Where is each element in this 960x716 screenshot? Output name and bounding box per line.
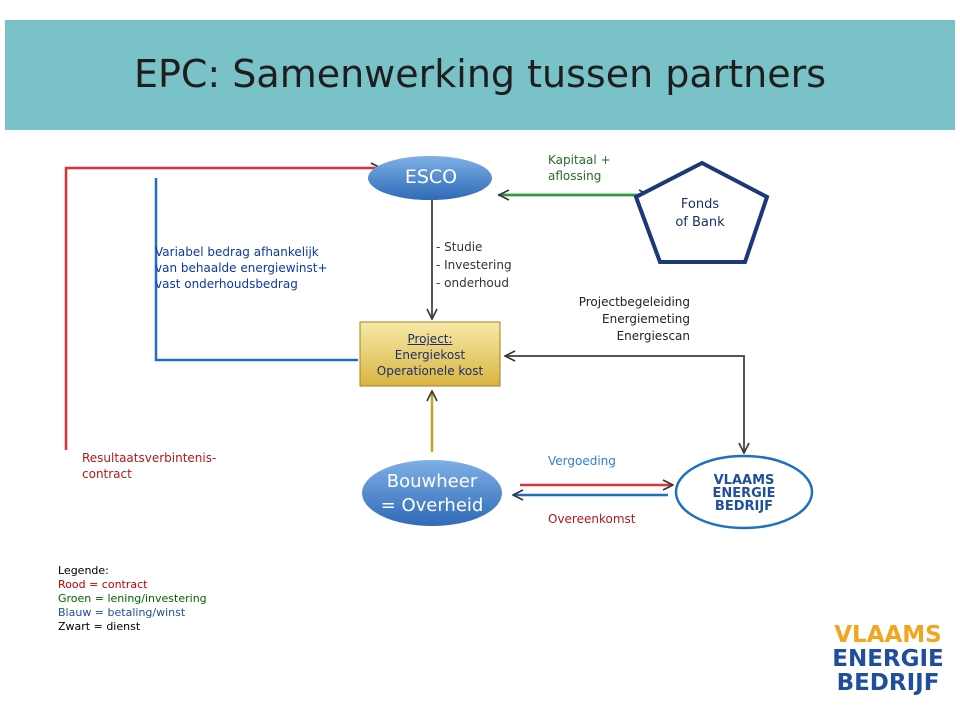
veb-logo-large: VLAAMS ENERGIE BEDRIJF — [826, 623, 950, 695]
contract-line-left — [64, 168, 380, 450]
project-node[interactable] — [359, 321, 501, 387]
veb-logo-small-line-2: ENERGIE — [712, 486, 776, 501]
kapitaal-label: Kapitaal + aflossing — [548, 152, 611, 184]
fonds-label-line-2: of Bank — [675, 215, 725, 230]
variabel-label: Variabel bedrag afhankelijk van behaalde… — [155, 244, 328, 292]
legend-item-zwart: Zwart = dienst — [58, 620, 141, 633]
veb-logo-large-line-2: ENERGIE — [832, 646, 944, 672]
overeenkomst-label: Overeenkomst — [548, 512, 636, 526]
variabel-label-line-3: vast onderhoudsbedrag — [155, 277, 298, 291]
project-label-line-2: Energiekost — [394, 348, 466, 362]
payment-line-variabel — [154, 178, 358, 362]
resultaat-label-line-2: contract — [82, 467, 132, 481]
project-label: Project: Energiekost Operationele kost — [360, 331, 500, 379]
bouwheer-label-line-1: Bouwheer — [386, 471, 478, 492]
kapitaal-label-line-1: Kapitaal + — [548, 153, 611, 167]
esco-node[interactable] — [368, 156, 492, 200]
veb-logo-large-line-1: VLAAMS — [834, 622, 942, 648]
title-banner — [5, 20, 955, 130]
resultaat-label: Resultaatsverbintenis- contract — [82, 450, 216, 482]
variabel-label-line-2: van behaalde energiewinst+ — [155, 261, 328, 275]
vergoeding-label: Vergoeding — [548, 454, 616, 468]
project-label-line-3: Operationele kost — [376, 364, 484, 378]
veb-logo-large-line-3: BEDRIJF — [836, 670, 940, 696]
esco-services-label: - Studie - Investering - onderhoud — [436, 238, 512, 292]
legend-title: Legende: — [58, 564, 109, 577]
bouwheer-node[interactable] — [362, 460, 502, 526]
legend-item-rood: Rood = contract — [58, 578, 148, 591]
page-title: EPC: Samenwerking tussen partners — [133, 52, 827, 96]
begeleiding-label-line-1: Projectbegeleiding — [578, 295, 690, 309]
project-label-line-1: Project: — [407, 332, 453, 346]
begeleiding-label-line-3: Energiescan — [616, 329, 690, 343]
veb-logo-small-line-3: BEDRIJF — [714, 499, 774, 514]
fonds-label: Fonds of Bank — [660, 196, 740, 232]
esco-label: ESCO — [404, 166, 458, 188]
bouwheer-label-line-2: = Overheid — [380, 495, 484, 516]
kapitaal-label-line-2: aflossing — [548, 169, 602, 183]
legend: Legende: Rood = contract Groen = lening/… — [58, 564, 207, 634]
esco-services-line-1: - Studie — [436, 240, 483, 254]
veb-node[interactable] — [674, 454, 814, 530]
veb-logo-small-line-1: VLAAMS — [713, 473, 775, 488]
veb-logo-small: VLAAMS ENERGIE BEDRIJF — [700, 474, 788, 513]
esco-services-line-2: - Investering — [436, 258, 512, 272]
esco-services-line-3: - onderhoud — [436, 276, 509, 290]
variabel-label-line-1: Variabel bedrag afhankelijk — [155, 245, 319, 259]
fonds-label-line-1: Fonds — [680, 197, 720, 212]
service-line-begeleiding — [508, 355, 744, 452]
fonds-node[interactable] — [633, 160, 770, 264]
bouwheer-label: Bouwheer = Overheid — [362, 470, 502, 518]
begeleiding-label: Projectbegeleiding Energiemeting Energie… — [560, 294, 690, 345]
begeleiding-label-line-2: Energiemeting — [602, 312, 690, 326]
resultaat-label-line-1: Resultaatsverbintenis- — [82, 451, 217, 465]
legend-item-blauw: Blauw = betaling/winst — [58, 606, 186, 619]
legend-item-groen: Groen = lening/investering — [58, 592, 207, 605]
